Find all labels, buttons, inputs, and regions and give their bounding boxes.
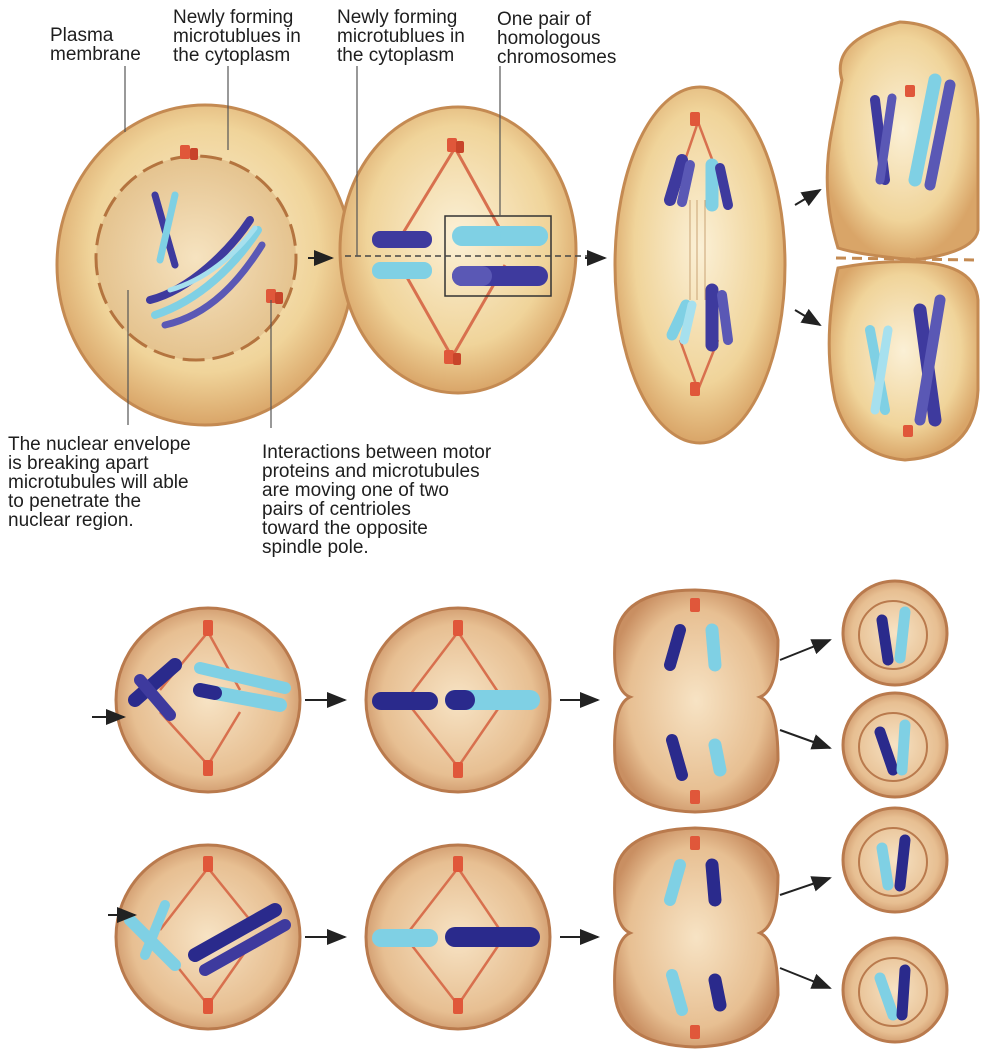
centriole-icon [690,1025,700,1039]
centriole-icon [203,620,213,636]
daughter-cell [843,693,947,797]
centriole-icon [453,998,463,1014]
cell-metaphase-1 [340,107,590,393]
cell-prophase-2a [116,608,300,792]
centriole-icon [690,598,700,612]
centriole-icon [453,856,463,872]
label-newly-forming-microtubules-2: Newly forming microtublues in the cytopl… [337,8,465,65]
centriole-icon [203,998,213,1014]
centriole-icon [903,425,913,437]
cell-prophase [57,105,353,425]
label-newly-forming-microtubules: Newly forming microtublues in the cytopl… [173,8,301,65]
centriole-icon [690,112,700,126]
centriole-icon [690,790,700,804]
centriole-icon [690,382,700,396]
centriole-icon [453,762,463,778]
cell-anaphase-2a [615,590,778,812]
label-motor-proteins: Interactions between motor proteins and … [262,443,491,557]
centriole-icon [690,836,700,850]
label-plasma-membrane: Plasma membrane [50,26,141,64]
daughter-cell [843,808,947,912]
daughter-cell [843,581,947,685]
centriole-icon [453,620,463,636]
cell-anaphase-2b [615,828,778,1047]
label-homologous-chromosomes: One pair of homologous chromosomes [497,10,616,67]
daughter-cell [843,938,947,1042]
centriole-icon [203,760,213,776]
cell-anaphase-1 [615,87,785,443]
cell-prophase-2b [116,845,300,1029]
cell-metaphase-2a [366,608,550,792]
centriole-icon [905,85,915,97]
label-nuclear-envelope: The nuclear envelope is breaking apart m… [8,435,191,530]
centriole-icon [203,856,213,872]
cell-telophase-1 [827,22,978,460]
cell-metaphase-2b [366,845,550,1029]
